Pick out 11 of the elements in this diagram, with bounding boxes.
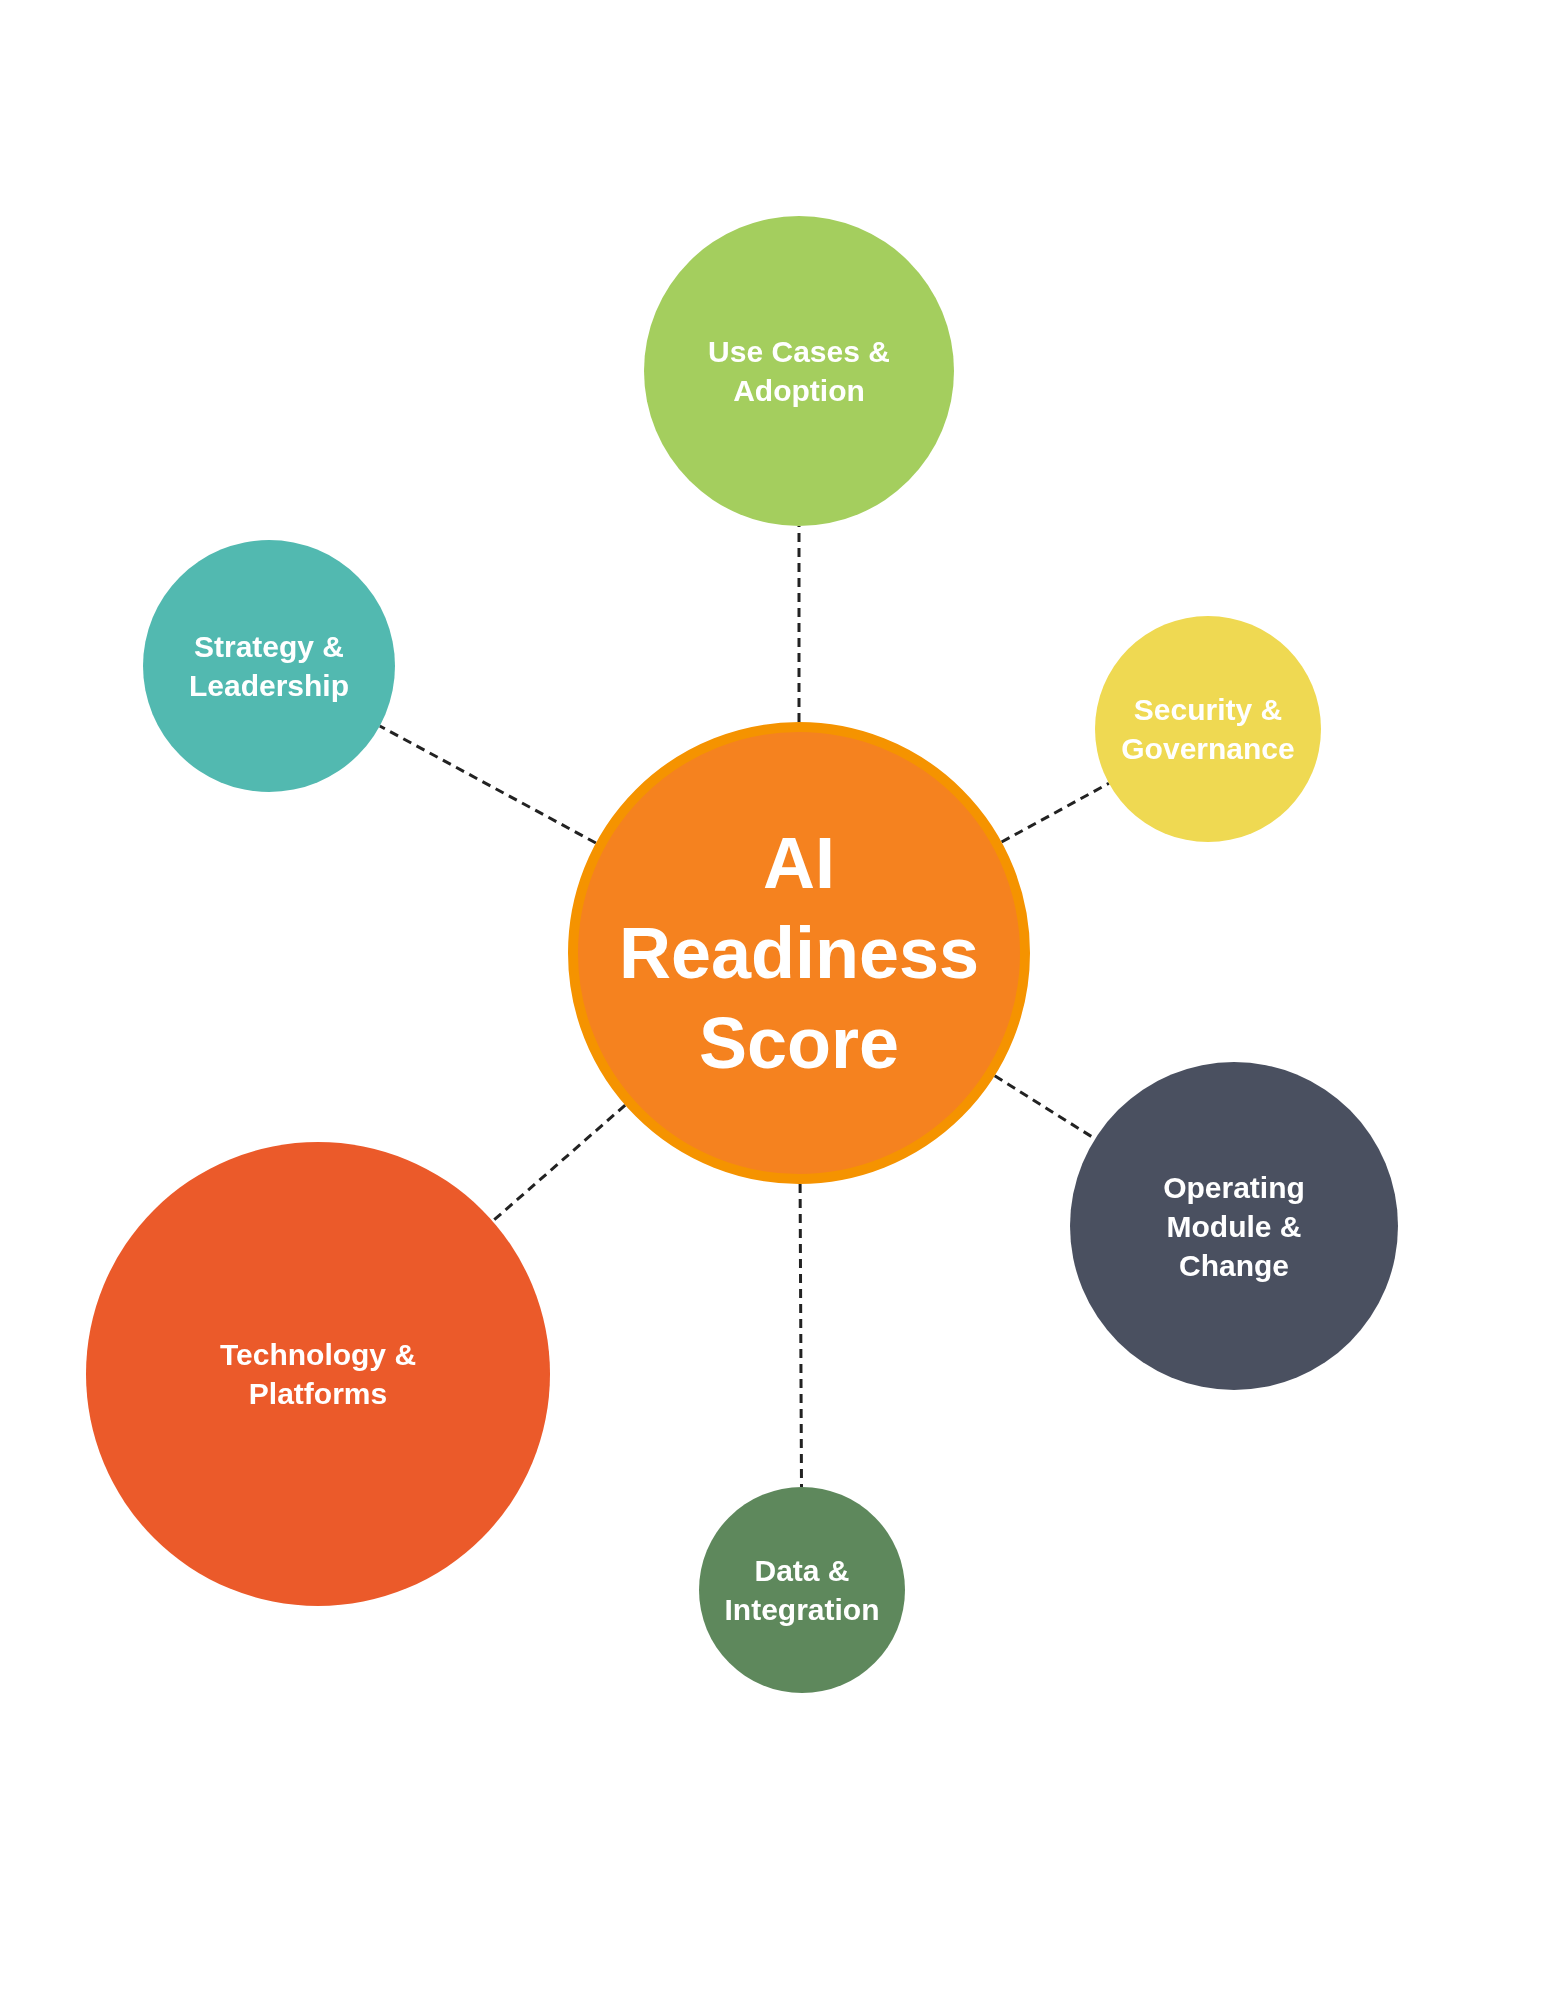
node-label: Operating Module & Change <box>1162 1169 1306 1284</box>
dashed-connector <box>798 1184 803 1487</box>
dashed-connector <box>379 724 597 845</box>
node-label: Technology & Platforms <box>218 1337 418 1412</box>
node-label: Strategy & Leadership <box>187 629 351 704</box>
node-label: Data & Integration <box>723 1553 881 1628</box>
node-label: Use Cases & Adoption <box>707 334 891 409</box>
node-label: Security & Governance <box>1120 692 1296 767</box>
hub-label: AI Readiness Score <box>617 822 981 1085</box>
dashed-connector <box>491 1103 627 1223</box>
dashed-connector <box>1000 782 1110 844</box>
